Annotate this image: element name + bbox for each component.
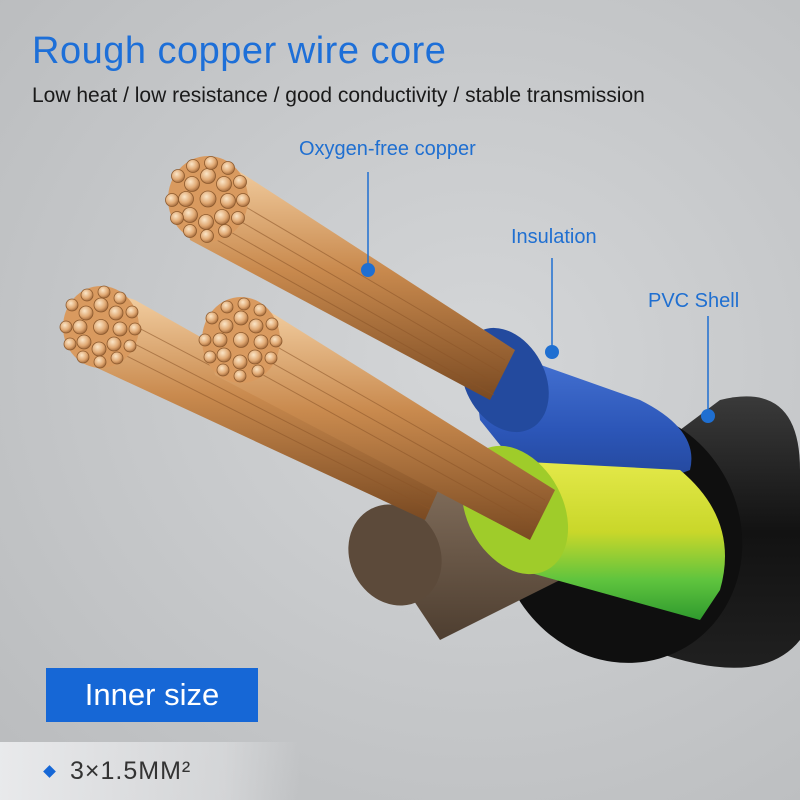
page-subtitle: Low heat / low resistance / good conduct… <box>32 84 645 107</box>
page-title: Rough copper wire core <box>32 30 447 72</box>
shell-marker-dot <box>701 409 715 423</box>
insulation-marker-dot <box>545 345 559 359</box>
spec-value: 3×1.5MM² <box>70 756 192 785</box>
diamond-bullet-icon <box>43 764 56 778</box>
callout-insulation: Insulation <box>511 226 597 248</box>
spec-row: 3×1.5MM² <box>0 742 300 800</box>
strand-ends-top <box>165 156 250 243</box>
inner-size-badge: Inner size <box>46 668 258 722</box>
callout-pvc-shell: PVC Shell <box>648 290 740 312</box>
strand-ends-left <box>59 285 142 369</box>
copper-marker-dot <box>361 263 375 277</box>
callout-oxygen-free-copper: Oxygen-free copper <box>299 138 476 160</box>
strand-ends-middle <box>198 297 283 383</box>
callout-lines <box>367 172 709 414</box>
